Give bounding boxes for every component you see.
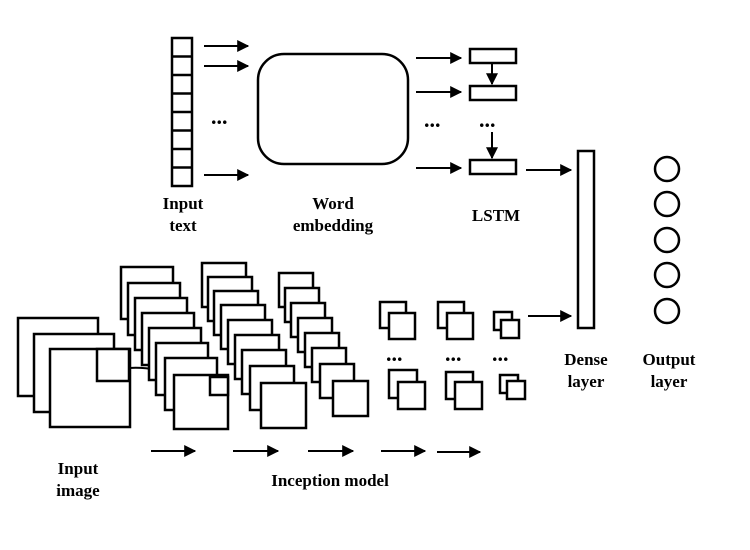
inception-flow-arrows: [151, 445, 482, 458]
word-embedding-box: [256, 52, 410, 166]
inception-ellipsis-2: ...: [445, 341, 462, 366]
input-image-label-line1: Input: [58, 459, 99, 478]
conv-stack-2: [200, 261, 308, 430]
lstm-ellipsis: ...: [479, 107, 496, 132]
conv-stack-3: [277, 271, 370, 418]
output-layer-label-line2: layer: [651, 372, 688, 391]
output-layer-label-line1: Output: [643, 350, 696, 369]
output-node: [653, 226, 681, 254]
inception-block-1: [378, 300, 427, 411]
receptive-field-patch: [95, 347, 131, 383]
text-ellipsis: ...: [211, 104, 228, 129]
output-node: [653, 190, 681, 218]
output-node: [653, 297, 681, 325]
input-text-label-line1: Input: [163, 194, 204, 213]
inception-ellipsis-3: ...: [492, 341, 509, 366]
dense-layer-label-line2: layer: [568, 372, 605, 391]
conv-stack-1: [119, 265, 230, 431]
input-image-label-line2: image: [56, 481, 100, 500]
text-to-embedding-arrows: [204, 40, 250, 181]
lstm-cell: [468, 84, 518, 102]
input-text-vector: [170, 36, 194, 188]
dense-layer-bar: [576, 149, 596, 330]
input-image-stack: [16, 316, 132, 429]
lstm-cells: [468, 47, 518, 176]
inception-ellipsis-1: ...: [386, 341, 403, 366]
input-text-label-line2: text: [169, 216, 197, 235]
lstm-label: LSTM: [472, 206, 520, 225]
output-layer-nodes: [653, 155, 681, 325]
lstm-cell: [468, 47, 518, 65]
embedding-to-lstm-arrows: [416, 52, 463, 174]
feature-patch: [208, 375, 230, 397]
word-embedding-label-line2: embedding: [293, 216, 374, 235]
dense-layer-label-line1: Dense: [564, 350, 608, 369]
inception-block-2: [436, 300, 484, 411]
word-embedding-label-line1: Word: [312, 194, 354, 213]
output-node: [653, 155, 681, 183]
embedding-ellipsis: ...: [424, 107, 441, 132]
output-node: [653, 261, 681, 289]
lstm-cell: [468, 158, 518, 176]
inception-model-label: Inception model: [271, 471, 389, 490]
inception-block-3: [492, 310, 527, 401]
